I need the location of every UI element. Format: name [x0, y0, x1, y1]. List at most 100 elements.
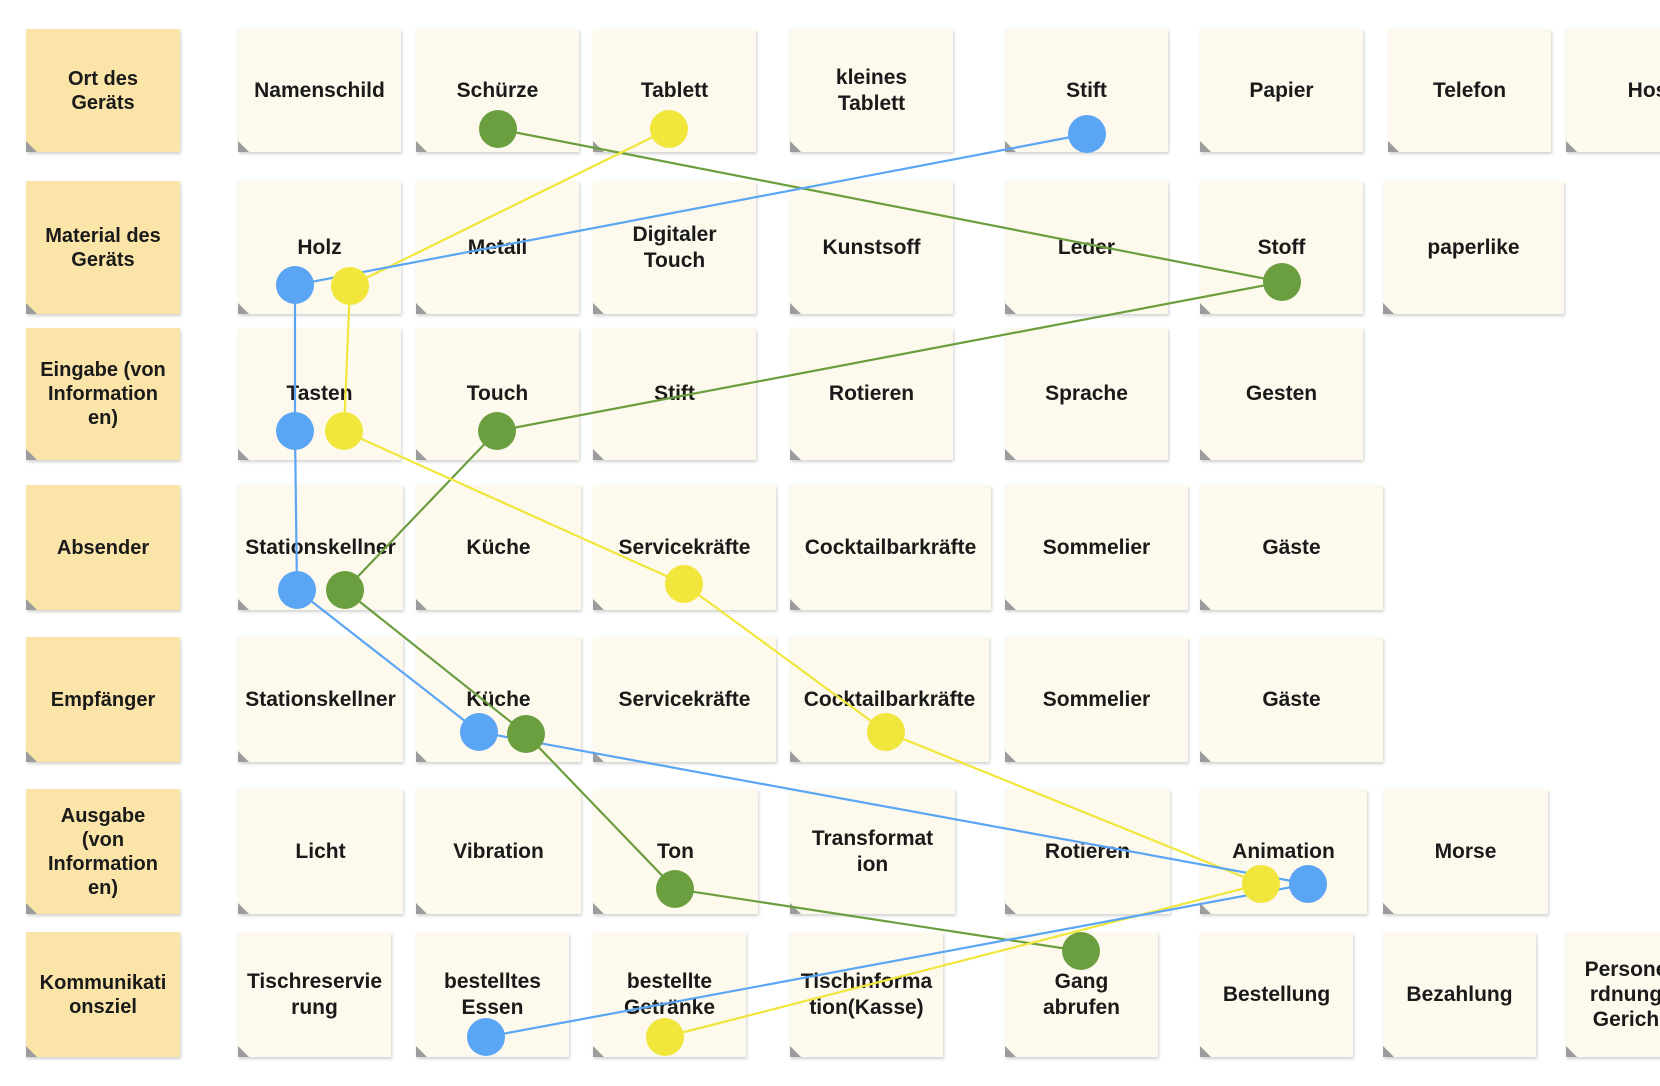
option-label: Tablett	[640, 78, 709, 102]
option-gesten[interactable]: Gesten	[1200, 328, 1363, 460]
option-kleines-tablett[interactable]: kleines Tablett	[790, 29, 953, 152]
option-label: Morse	[1434, 839, 1497, 863]
option-vibration[interactable]: Vibration	[416, 789, 581, 914]
option-transformat-ion[interactable]: Transformat ion	[790, 789, 955, 914]
option-leder[interactable]: Leder	[1005, 181, 1168, 314]
option-label: Ton	[657, 839, 694, 863]
option-servicekräfte[interactable]: Servicekräfte	[593, 637, 776, 762]
option-label: Telefon	[1432, 78, 1507, 102]
option-gäste[interactable]: Gäste	[1200, 485, 1383, 610]
category-ort-des-geräts: Ort des Geräts	[26, 29, 180, 152]
option-label: Küche	[466, 535, 531, 559]
option-label: Stift	[654, 382, 695, 406]
option-label: Gang abrufen	[1042, 970, 1120, 1019]
option-tasten[interactable]: Tasten	[238, 328, 401, 460]
option-label: Gesten	[1245, 382, 1318, 406]
option-küche[interactable]: Küche	[416, 485, 581, 610]
option-bezahlung[interactable]: Bezahlung	[1383, 932, 1536, 1057]
option-stift[interactable]: Stift	[1005, 29, 1168, 152]
option-persone-rdnung-gerich[interactable]: Persone rdnung Gerich	[1566, 932, 1660, 1057]
option-label: Rotieren	[828, 382, 915, 406]
option-label: Animation	[1232, 839, 1335, 863]
option-label: Tischreservie rung	[246, 970, 383, 1019]
option-schürze[interactable]: Schürze	[416, 29, 579, 152]
option-cocktailbarkräfte[interactable]: Cocktailbarkräfte	[790, 485, 991, 610]
option-stationskellner[interactable]: Stationskellner	[238, 637, 403, 762]
option-label: Servicekräfte	[618, 687, 751, 711]
option-label: Küche	[466, 687, 531, 711]
option-label: paperlike	[1427, 235, 1520, 259]
option-gäste[interactable]: Gäste	[1200, 637, 1383, 762]
option-cocktailbarkräfte[interactable]: Cocktailbarkräfte	[790, 637, 989, 762]
option-label: Stationskellner	[245, 535, 396, 559]
option-label: Namenschild	[254, 78, 385, 102]
option-animation[interactable]: Animation	[1200, 789, 1367, 914]
option-metall[interactable]: Metall	[416, 181, 579, 314]
option-label: Stationskellner	[245, 687, 396, 711]
option-licht[interactable]: Licht	[238, 789, 403, 914]
category-eingabe-von-information-en: Eingabe (von Information en)	[26, 328, 180, 460]
category-absender: Absender	[26, 485, 180, 610]
option-hos[interactable]: Hos	[1566, 29, 1660, 152]
option-tablett[interactable]: Tablett	[593, 29, 756, 152]
option-label: Persone rdnung Gerich	[1584, 957, 1660, 1032]
option-tischinforma-tion-kasse[interactable]: Tischinforma tion(Kasse)	[790, 932, 943, 1057]
option-telefon[interactable]: Telefon	[1388, 29, 1551, 152]
option-label: Leder	[1057, 235, 1116, 259]
option-stift[interactable]: Stift	[593, 328, 756, 460]
option-rotieren[interactable]: Rotieren	[790, 328, 953, 460]
option-stoff[interactable]: Stoff	[1200, 181, 1363, 314]
option-label: Stoff	[1257, 235, 1306, 259]
option-label: Stift	[1066, 78, 1107, 102]
option-sommelier[interactable]: Sommelier	[1005, 637, 1188, 762]
option-label: Digitaler Touch	[632, 223, 717, 272]
option-sprache[interactable]: Sprache	[1005, 328, 1168, 460]
category-label: Kommunikati onsziel	[39, 971, 167, 1018]
option-bestelltes-essen[interactable]: bestelltes Essen	[416, 932, 569, 1057]
category-label: Material des Geräts	[45, 224, 161, 271]
option-label: Sommelier	[1042, 535, 1151, 559]
option-sommelier[interactable]: Sommelier	[1005, 485, 1188, 610]
option-label: Tasten	[286, 382, 353, 406]
option-rotieren[interactable]: Rotieren	[1005, 789, 1170, 914]
option-label: Holz	[297, 235, 342, 259]
option-label: Cocktailbarkräfte	[803, 687, 976, 711]
option-paperlike[interactable]: paperlike	[1383, 181, 1564, 314]
option-label: Metall	[467, 235, 528, 259]
option-label: Touch	[466, 382, 529, 406]
option-stationskellner[interactable]: Stationskellner	[238, 485, 403, 610]
option-digitaler-touch[interactable]: Digitaler Touch	[593, 181, 756, 314]
option-label: Sprache	[1045, 382, 1128, 406]
option-servicekräfte[interactable]: Servicekräfte	[593, 485, 776, 610]
option-label: Servicekräfte	[618, 535, 751, 559]
option-label: Tischinforma tion(Kasse)	[800, 970, 933, 1019]
option-tischreservie-rung[interactable]: Tischreservie rung	[238, 932, 391, 1057]
category-empfänger: Empfänger	[26, 637, 180, 762]
option-label: Papier	[1249, 78, 1314, 102]
option-label: Gäste	[1262, 687, 1321, 711]
option-label: Schürze	[456, 78, 539, 102]
category-ausgabe-von-information-en: Ausgabe (von Information en)	[26, 789, 180, 914]
category-label: Eingabe (von Information en)	[40, 359, 166, 429]
option-touch[interactable]: Touch	[416, 328, 579, 460]
option-namenschild[interactable]: Namenschild	[238, 29, 401, 152]
option-label: bestelltes Essen	[444, 970, 541, 1019]
option-bestellung[interactable]: Bestellung	[1200, 932, 1353, 1057]
option-holz[interactable]: Holz	[238, 181, 401, 314]
option-label: Licht	[295, 839, 346, 863]
option-gang-abrufen[interactable]: Gang abrufen	[1005, 932, 1158, 1057]
option-label: bestellte Getränke	[623, 970, 716, 1019]
category-label: Absender	[56, 536, 150, 559]
option-label: Rotieren	[1044, 839, 1131, 863]
option-küche[interactable]: Küche	[416, 637, 581, 762]
option-label: Vibration	[453, 839, 544, 863]
option-label: Bezahlung	[1406, 982, 1513, 1006]
option-bestellte-getränke[interactable]: bestellte Getränke	[593, 932, 746, 1057]
option-morse[interactable]: Morse	[1383, 789, 1548, 914]
option-label: Hos	[1627, 78, 1660, 102]
option-ton[interactable]: Ton	[593, 789, 758, 914]
option-label: kleines Tablett	[835, 66, 908, 115]
option-kunstsoff[interactable]: Kunstsoff	[790, 181, 953, 314]
option-label: Sommelier	[1042, 687, 1151, 711]
option-papier[interactable]: Papier	[1200, 29, 1363, 152]
